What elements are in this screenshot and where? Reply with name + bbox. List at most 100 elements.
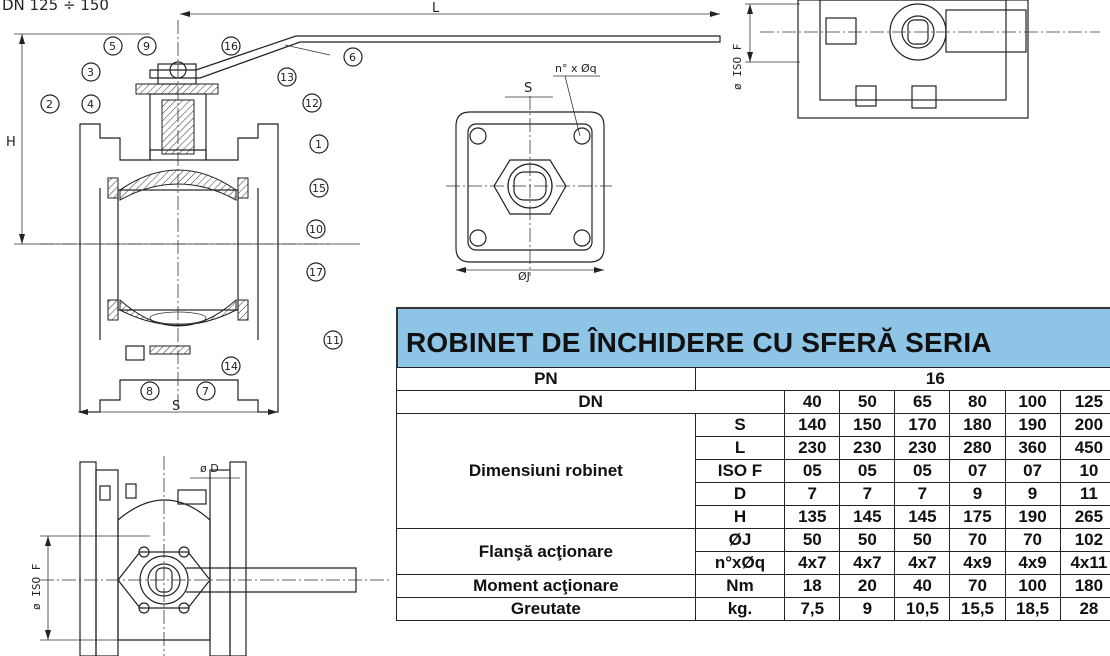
cell-value: 07	[949, 459, 1006, 483]
cell-value: 4x7	[784, 551, 841, 575]
table-title: ROBINET DE ÎNCHIDERE CU SFERĂ SERIA	[406, 327, 992, 358]
dn-label: DN	[396, 390, 786, 414]
part-7: 7	[202, 385, 209, 398]
cell-value: 145	[839, 505, 896, 529]
row-unit: kg.	[694, 597, 786, 621]
cell-value: 145	[894, 505, 951, 529]
cell-value: 180	[1059, 574, 1110, 598]
dn-value: 125	[1059, 390, 1110, 414]
cell-value: 50	[894, 528, 951, 552]
part-1: 1	[315, 138, 322, 151]
group-label: Greutate	[396, 597, 696, 621]
cell-value: 175	[949, 505, 1006, 529]
spec-row: n°xØq4x74x74x74x94x94x114x11	[397, 551, 1110, 575]
cell-value: 07	[1004, 459, 1061, 483]
cell-value: 20	[839, 574, 896, 598]
table-title-bar: ROBINET DE ÎNCHIDERE CU SFERĂ SERIA	[396, 307, 1110, 367]
mounting-flange-view: n° x Øq S ØJ	[446, 62, 612, 283]
cell-value: 9	[949, 482, 1006, 506]
cell-value: 190	[1004, 505, 1061, 529]
cell-value: 135	[784, 505, 841, 529]
dim-D-label: ø D	[200, 462, 219, 475]
row-unit: D	[694, 482, 786, 506]
cell-value: 4x9	[1004, 551, 1061, 575]
dim-S-bottom-label: S	[172, 399, 180, 414]
cell-value: 7	[839, 482, 896, 506]
cell-value: 360	[1004, 436, 1061, 460]
row-unit: L	[694, 436, 786, 460]
pn-label: PN	[396, 367, 696, 391]
cell-value: 4x11	[1059, 551, 1110, 575]
spec-row: Moment acţionareNm18204070100180250	[396, 574, 1110, 598]
cell-value: 70	[1004, 528, 1061, 552]
dim-holes-label: n° x Øq	[555, 62, 597, 75]
valve-section-view: L H	[6, 1, 721, 415]
dn-row: DN40506580100125150	[396, 390, 1110, 414]
group-label: Dimensiuni robinet	[396, 413, 696, 529]
part-8: 8	[146, 385, 153, 398]
row-unit: Nm	[694, 574, 786, 598]
dim-J-label: ØJ	[518, 270, 530, 283]
cell-value: 9	[1004, 482, 1061, 506]
group-label: Flanşă acţionare	[396, 528, 696, 575]
cell-value: 190	[1004, 413, 1061, 437]
part-16: 16	[224, 40, 238, 53]
spec-row: D777991111	[397, 482, 1110, 506]
row-unit: ISO F	[694, 459, 786, 483]
cell-value: 170	[894, 413, 951, 437]
part-3: 3	[87, 66, 94, 79]
valve-top-view: ø D ø ISO F	[30, 456, 390, 656]
cell-value: 05	[784, 459, 841, 483]
cell-value: 18,5	[1004, 597, 1061, 621]
cell-value: 4x7	[894, 551, 951, 575]
part-2: 2	[46, 98, 53, 111]
dim-L-label: L	[432, 1, 440, 16]
cell-value: 05	[894, 459, 951, 483]
cell-value: 4x9	[949, 551, 1006, 575]
dim-S-flange-label: S	[524, 81, 532, 96]
spec-table-body: PN16DN40506580100125150Dimensiuni robine…	[396, 367, 1110, 621]
cell-value: 18	[784, 574, 841, 598]
spec-table: PN16DN40506580100125150Dimensiuni robine…	[396, 367, 1110, 621]
part-5: 5	[109, 40, 116, 53]
cell-value: 150	[839, 413, 896, 437]
cell-value: 7,5	[784, 597, 841, 621]
cell-value: 102	[1059, 528, 1110, 552]
dim-isoF-right-label: ø ISO F	[731, 44, 744, 90]
cell-value: 50	[839, 528, 896, 552]
dim-H-label: H	[6, 135, 16, 150]
spec-row: L230230230280360450560	[397, 436, 1110, 460]
cell-value: 7	[784, 482, 841, 506]
cell-value: 200	[1059, 413, 1110, 437]
cell-value: 230	[839, 436, 896, 460]
cell-value: 50	[784, 528, 841, 552]
cell-value: 4x7	[839, 551, 896, 575]
cell-value: 10,5	[894, 597, 951, 621]
row-unit: ØJ	[694, 528, 786, 552]
part-14: 14	[224, 360, 238, 373]
part-4: 4	[87, 98, 94, 111]
cell-value: 265	[1059, 505, 1110, 529]
cell-value: 140	[784, 413, 841, 437]
cell-value: 28	[1059, 597, 1110, 621]
cell-value: 7	[894, 482, 951, 506]
spec-row: Flanşă acţionareØJ5050507070102102	[396, 528, 1110, 575]
cell-value: 15,5	[949, 597, 1006, 621]
group-label: Moment acţionare	[396, 574, 696, 598]
part-11: 11	[326, 334, 340, 347]
cell-value: 40	[894, 574, 951, 598]
dn-value: 50	[839, 390, 896, 414]
row-unit: H	[694, 505, 786, 529]
cell-value: 10	[1059, 459, 1110, 483]
cell-value: 70	[949, 528, 1006, 552]
cell-value: 70	[949, 574, 1006, 598]
part-balloons: 5 9 16 6 3 13 2 4 12 1 15 10 17 11 14 8 …	[40, 36, 363, 401]
cell-value: 230	[894, 436, 951, 460]
valve-side-view-right: ø ISO F	[731, 0, 1100, 119]
row-unit: S	[694, 413, 786, 437]
cell-value: 11	[1059, 482, 1110, 506]
